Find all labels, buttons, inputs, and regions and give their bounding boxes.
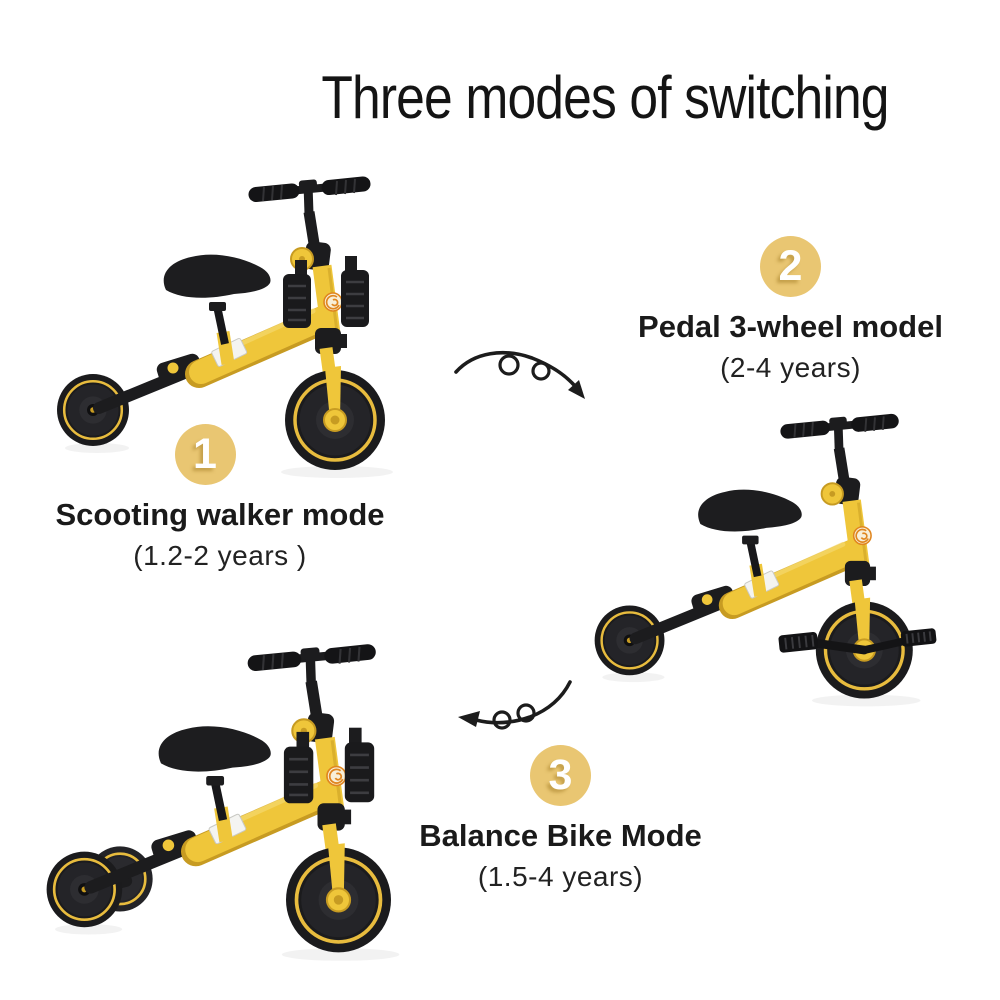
mode-2-name: Pedal 3-wheel model — [638, 309, 943, 344]
trike-photo-mode-2 — [583, 398, 971, 712]
trike-photo-mode-3 — [34, 622, 454, 972]
mode-label-2: 2 Pedal 3-wheel model (2-4 years) — [598, 236, 983, 384]
trike-photo-mode-1 — [45, 162, 445, 482]
mode-3-name: Balance Bike Mode — [419, 818, 702, 853]
mode-label-3: 3 Balance Bike Mode (1.5-4 years) — [368, 745, 753, 893]
mode-1-number-badge: 1 — [174, 424, 236, 485]
mode-label-1: 1 Scooting walker mode (1.2-2 years ) — [20, 424, 420, 572]
curly-arrow-1-to-2-icon — [454, 351, 585, 399]
mode-3-age-range: (1.5-4 years) — [477, 861, 644, 892]
page-title: Three modes of switching — [321, 64, 889, 131]
mode-1-age-range: (1.2-2 years ) — [133, 540, 307, 571]
curly-arrow-2-to-3-icon — [458, 680, 572, 730]
mode-2-age-range: (2-4 years) — [720, 352, 861, 383]
mode-3-number-badge: 3 — [530, 745, 591, 806]
mode-2-number-badge: 2 — [760, 236, 821, 297]
mode-1-name: Scooting walker mode — [55, 497, 385, 532]
